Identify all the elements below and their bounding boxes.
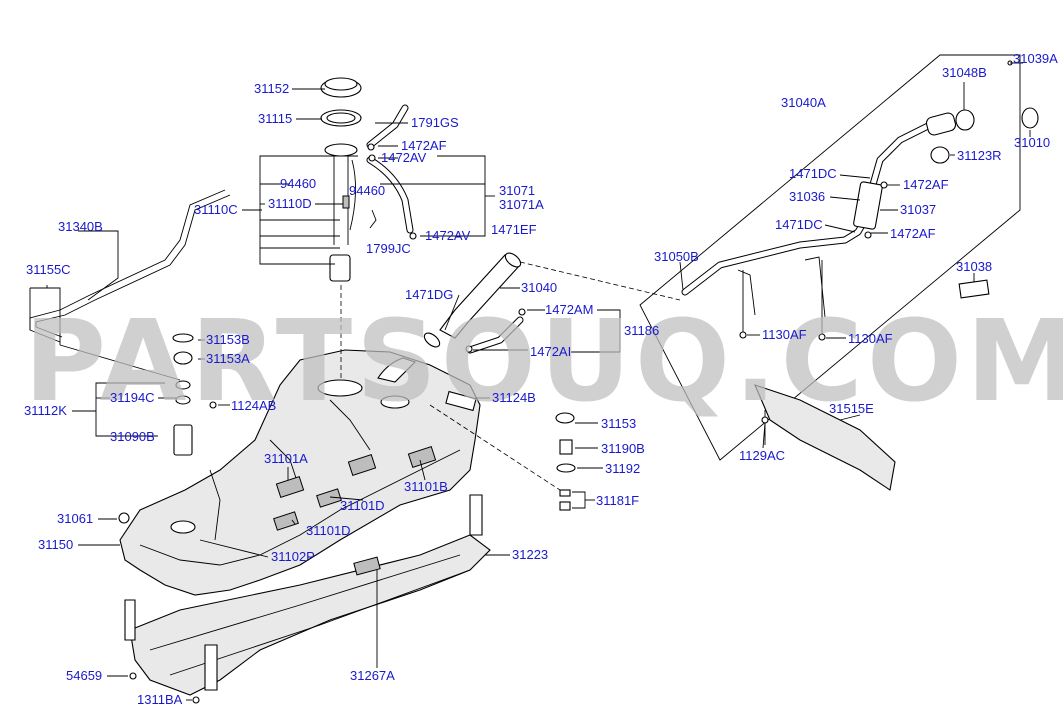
part-label-94460-sensor[interactable]: 94460 bbox=[349, 183, 385, 198]
part-label-1471ef[interactable]: 1471EF bbox=[491, 222, 537, 237]
part-label-31340b[interactable]: 31340B bbox=[58, 219, 103, 234]
part-label-31515e[interactable]: 31515E bbox=[829, 401, 874, 416]
part-label-31101a[interactable]: 31101A bbox=[264, 451, 308, 466]
part-label-31192[interactable]: 31192 bbox=[605, 461, 640, 476]
fuel-pump-module bbox=[320, 77, 377, 378]
part-label-1124ab[interactable]: 1124AB bbox=[231, 398, 276, 413]
part-label-31048b[interactable]: 31048B bbox=[942, 65, 987, 80]
part-label-31267a[interactable]: 31267A bbox=[350, 668, 395, 683]
part-label-31071[interactable]: 31071 bbox=[499, 183, 535, 198]
part-label-31101d-upper[interactable]: 31101D bbox=[340, 498, 385, 513]
part-label-1791gs[interactable]: 1791GS bbox=[411, 115, 459, 130]
part-label-31153[interactable]: 31153 bbox=[601, 416, 636, 431]
part-label-31115[interactable]: 31115 bbox=[258, 111, 292, 126]
part-label-31153b[interactable]: 31153B bbox=[206, 332, 250, 347]
part-label-31155c[interactable]: 31155C bbox=[26, 262, 71, 277]
part-label-1471dc-lower[interactable]: 1471DC bbox=[775, 217, 823, 232]
part-label-31150[interactable]: 31150 bbox=[38, 537, 73, 552]
part-label-1311ba[interactable]: 1311BA bbox=[137, 692, 183, 707]
part-label-1472av-lower[interactable]: 1472AV bbox=[425, 228, 471, 243]
leader-lines bbox=[29, 62, 1031, 701]
part-label-31050b[interactable]: 31050B bbox=[654, 249, 699, 264]
part-labels: 31152 31115 1791GS 1472AF 1472AV 94460 3… bbox=[24, 51, 1058, 707]
fuel-tank bbox=[119, 349, 481, 596]
part-label-31040[interactable]: 31040 bbox=[521, 280, 557, 295]
part-label-31194c[interactable]: 31194C bbox=[110, 390, 155, 405]
part-label-31010[interactable]: 31010 bbox=[1014, 135, 1050, 150]
part-label-1472af-upper[interactable]: 1472AF bbox=[903, 177, 949, 192]
filler-neck-pipe bbox=[681, 107, 1039, 318]
part-label-31186[interactable]: 31186 bbox=[624, 323, 659, 338]
part-label-31036[interactable]: 31036 bbox=[789, 189, 825, 204]
part-label-1472af-lower[interactable]: 1472AF bbox=[890, 226, 936, 241]
part-label-31110d[interactable]: 31110D bbox=[268, 196, 312, 211]
part-label-31037[interactable]: 31037 bbox=[900, 202, 936, 217]
part-label-31102p[interactable]: 31102P bbox=[271, 549, 315, 564]
part-label-1471dg[interactable]: 1471DG bbox=[405, 287, 453, 302]
watermark: PARTSOUQ.COM bbox=[24, 297, 1063, 427]
part-label-31061[interactable]: 31061 bbox=[57, 511, 93, 526]
tank-protector-plate bbox=[124, 494, 491, 696]
part-label-54659[interactable]: 54659 bbox=[66, 668, 102, 683]
part-label-31040a[interactable]: 31040A bbox=[781, 95, 826, 110]
part-label-94460[interactable]: 94460 bbox=[280, 176, 316, 191]
part-label-1472ai[interactable]: 1472AI bbox=[530, 344, 571, 359]
filler-hose bbox=[423, 252, 681, 354]
part-label-1472am[interactable]: 1472AM bbox=[545, 302, 593, 317]
part-label-31071a[interactable]: 31071A bbox=[499, 197, 544, 212]
part-label-31124b[interactable]: 31124B bbox=[492, 390, 536, 405]
part-label-31112k[interactable]: 31112K bbox=[24, 403, 67, 418]
part-label-31110c[interactable]: 31110C bbox=[194, 202, 238, 217]
fuel-pump-components bbox=[118, 60, 1013, 704]
part-label-31153a[interactable]: 31153A bbox=[206, 351, 250, 366]
part-label-1472av[interactable]: 1472AV bbox=[381, 150, 427, 165]
part-label-1129ac[interactable]: 1129AC bbox=[739, 448, 785, 463]
part-label-31152[interactable]: 31152 bbox=[254, 81, 289, 96]
part-label-31101b[interactable]: 31101B bbox=[404, 479, 448, 494]
part-label-31123r[interactable]: 31123R bbox=[957, 148, 1002, 163]
part-label-1472af[interactable]: 1472AF bbox=[401, 138, 447, 153]
part-label-31223[interactable]: 31223 bbox=[512, 547, 548, 562]
part-label-31039a[interactable]: 31039A bbox=[1013, 51, 1058, 66]
part-label-31190b[interactable]: 31190B bbox=[601, 441, 645, 456]
filler-neck-assembly-box bbox=[639, 54, 1021, 461]
part-label-1130af-right[interactable]: 1130AF bbox=[848, 331, 893, 346]
part-label-1799jc[interactable]: 1799JC bbox=[366, 241, 411, 256]
part-label-31101d-lower[interactable]: 31101D bbox=[306, 523, 351, 538]
part-label-31038[interactable]: 31038 bbox=[956, 259, 992, 274]
part-label-31090b[interactable]: 31090B bbox=[110, 429, 155, 444]
part-label-31181f[interactable]: 31181F bbox=[596, 493, 639, 508]
part-label-1130af-left[interactable]: 1130AF bbox=[762, 327, 807, 342]
part-label-1471dc-upper[interactable]: 1471DC bbox=[789, 166, 837, 181]
